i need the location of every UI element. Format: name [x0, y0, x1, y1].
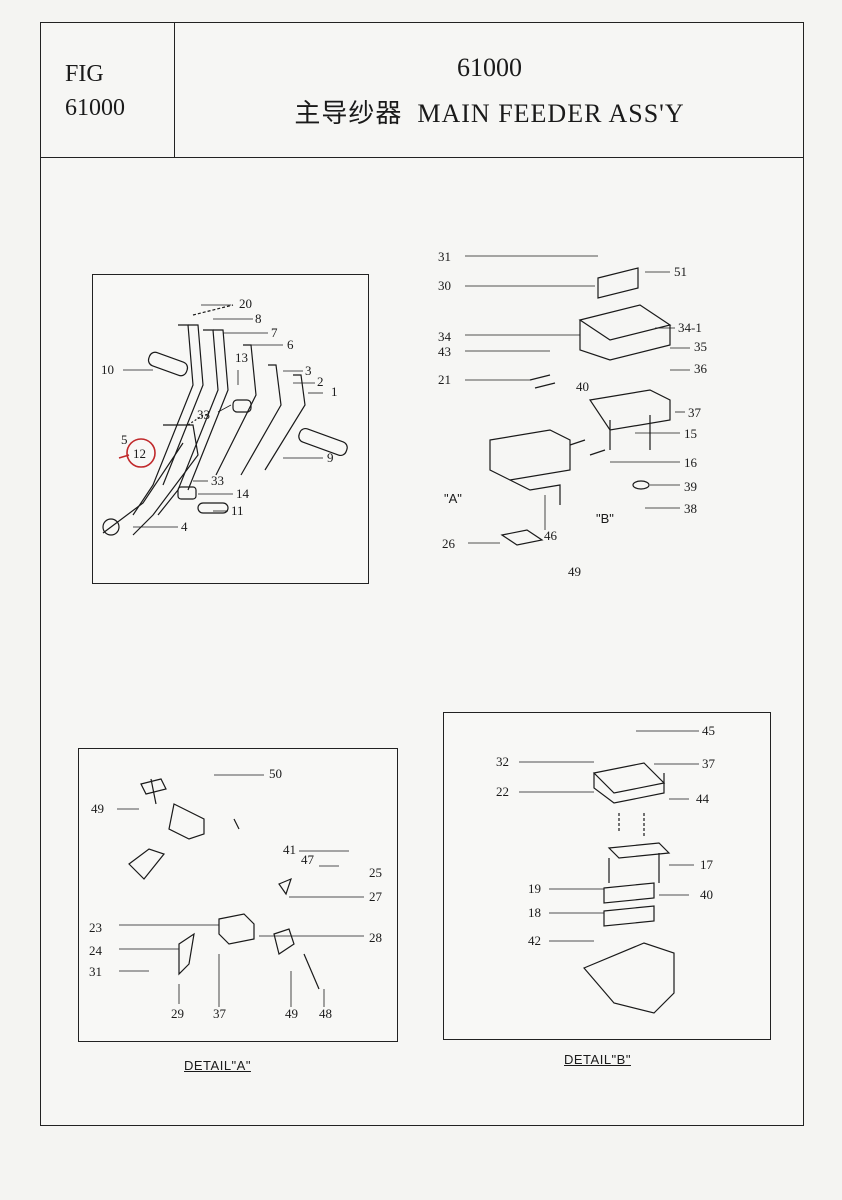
callout-33-b: 33 [211, 473, 224, 488]
callout-30: 30 [438, 278, 451, 293]
callout-25: 25 [369, 865, 382, 880]
title-number: 61000 [457, 53, 522, 82]
highlight-arrow [118, 454, 130, 459]
callout-14: 14 [236, 486, 249, 501]
feeder-assembly-drawing [465, 255, 690, 546]
callout-41: 41 [283, 842, 296, 857]
callout-10: 10 [101, 362, 114, 377]
callout-3: 3 [305, 363, 312, 378]
callout-a-ref: "A" [444, 491, 462, 506]
panel-feeder-levers: 20 8 7 6 10 13 3 2 1 33 5 12 9 33 14 11 … [92, 274, 369, 584]
highlight-circle [126, 438, 156, 468]
panel-detail-a: 50 49 41 47 25 27 23 28 24 31 29 37 49 4… [78, 748, 398, 1042]
callout-46: 46 [544, 528, 557, 543]
callout-47: 47 [301, 852, 314, 867]
callout-13: 13 [235, 350, 248, 365]
callout-2: 2 [317, 374, 324, 389]
callout-27: 27 [369, 889, 382, 904]
callout-8: 8 [255, 311, 262, 326]
callout-16: 16 [684, 455, 697, 470]
title-chinese: 主导纱器 [294, 99, 403, 128]
callout-48: 48 [319, 1006, 332, 1021]
callout-21: 21 [438, 372, 451, 387]
callout-9: 9 [327, 450, 334, 465]
callout-37-a: 37 [213, 1006, 226, 1021]
callout-1: 1 [331, 384, 338, 399]
callout-40-b: 40 [700, 887, 713, 902]
detail-a-label: DETAIL"A" [184, 1058, 251, 1073]
callout-35: 35 [694, 339, 707, 354]
detail-a-drawing [117, 774, 364, 1007]
feeder-levers-drawing [102, 304, 348, 536]
callout-49: 49 [568, 564, 581, 579]
callout-11: 11 [231, 503, 244, 518]
callout-39: 39 [684, 479, 697, 494]
panel-detail-b: 45 32 37 22 44 17 19 40 18 42 [443, 712, 771, 1040]
callout-29: 29 [171, 1006, 184, 1021]
callout-b-ref: "B" [596, 511, 614, 526]
callout-42: 42 [528, 933, 541, 948]
callout-34: 34 [438, 329, 451, 344]
callout-45: 45 [702, 723, 715, 738]
callout-43: 43 [438, 344, 451, 359]
callout-31-a: 31 [89, 964, 102, 979]
callout-51: 51 [674, 264, 687, 279]
callout-49-b: 49 [285, 1006, 298, 1021]
page-title: 主导纱器 MAIN FEEDER ASS'Y [174, 93, 805, 130]
callout-26: 26 [442, 536, 455, 551]
callout-19: 19 [528, 881, 541, 896]
callout-36: 36 [694, 361, 707, 376]
callout-32: 32 [496, 754, 509, 769]
callout-33-a: 33 [197, 407, 210, 422]
callout-37: 37 [688, 405, 701, 420]
callout-24: 24 [89, 943, 102, 958]
callout-31: 31 [438, 249, 451, 264]
callout-28: 28 [369, 930, 382, 945]
callout-44: 44 [696, 791, 709, 806]
callout-22: 22 [496, 784, 509, 799]
callout-38: 38 [684, 501, 697, 516]
callout-40: 40 [576, 379, 589, 394]
callout-20: 20 [239, 296, 252, 311]
title-english: MAIN FEEDER ASS'Y [417, 99, 685, 128]
panel-feeder-assembly: 31 51 30 34 34-1 43 35 21 40 36 37 15 "A… [430, 240, 760, 585]
detail-b-drawing [519, 730, 699, 1014]
callout-4: 4 [181, 519, 188, 534]
callout-23: 23 [89, 920, 102, 935]
callout-7: 7 [271, 325, 278, 340]
callout-12: 12 [133, 446, 146, 461]
callout-5: 5 [121, 432, 128, 447]
callout-6: 6 [287, 337, 294, 352]
detail-b-label: DETAIL"B" [564, 1052, 631, 1067]
callout-17: 17 [700, 857, 713, 872]
fig-number: 61000 [65, 95, 125, 121]
callout-18: 18 [528, 905, 541, 920]
callout-37-b: 37 [702, 756, 715, 771]
callout-15: 15 [684, 426, 697, 441]
callout-49-a: 49 [91, 801, 104, 816]
figure-id-box: FIG 61000 [41, 23, 175, 157]
callout-34-1: 34-1 [678, 320, 702, 335]
title-block: FIG 61000 61000 主导纱器 MAIN FEEDER ASS'Y [41, 23, 803, 158]
callout-50: 50 [269, 766, 282, 781]
fig-label: FIG [65, 61, 104, 87]
